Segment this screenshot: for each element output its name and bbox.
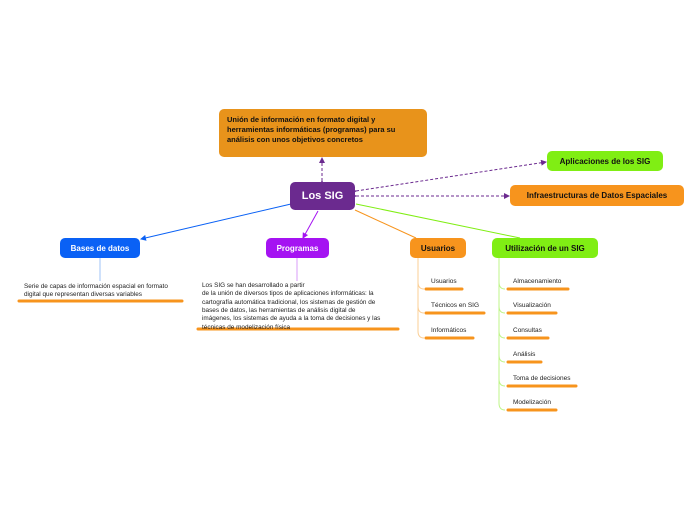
utilizacion-tree [498,258,506,411]
link-bases [140,203,292,241]
link-programas [302,210,319,239]
utilizacion-item[interactable]: Visualización [513,302,551,309]
usuarios-label: Usuarios [420,243,456,253]
link-utilizacion [355,203,521,239]
programas-node[interactable]: Programas [266,238,329,258]
infraestructuras-node[interactable]: Infraestructuras de Datos Espaciales [510,185,684,206]
main-topic-node[interactable]: Unión de información en formato digital … [219,109,427,157]
programas-note: Los SIG se han desarrollado a partir de … [202,282,381,331]
bases-note: Serie de capas de información espacial e… [24,283,168,299]
usuarios-tree [417,258,425,339]
infraestructuras-label: Infraestructuras de Datos Espaciales [526,191,668,200]
central-label: Los SIG [301,190,344,202]
utilizacion-item[interactable]: Consultas [513,327,542,334]
aplicaciones-label: Aplicaciones de los SIG [559,156,651,166]
main-topic-text: Unión de información en formato digital … [227,115,396,144]
programas-label: Programas [276,243,319,253]
utilizacion-item[interactable]: Toma de decisiones [513,375,571,382]
link-center-apps [350,159,547,195]
central-node[interactable]: Los SIG [290,182,355,210]
bases-label: Bases de datos [70,243,130,253]
aplicaciones-node[interactable]: Aplicaciones de los SIG [547,151,663,171]
utilizacion-item[interactable]: Almacenamiento [513,278,562,285]
utilizacion-item[interactable]: Análisis [513,351,536,358]
bases-node[interactable]: Bases de datos [60,238,140,258]
utilizacion-label: Utilización de un SIG [505,243,585,253]
utilizacion-item[interactable]: Modelización [513,399,551,406]
usuarios-item[interactable]: Usuarios [431,278,457,285]
link-usuarios [354,209,417,239]
usuarios-item[interactable]: Informáticos [431,327,467,334]
utilizacion-node[interactable]: Utilización de un SIG [492,238,598,258]
usuarios-node[interactable]: Usuarios [410,238,466,258]
usuarios-item[interactable]: Técnicos en SIG [431,302,480,309]
